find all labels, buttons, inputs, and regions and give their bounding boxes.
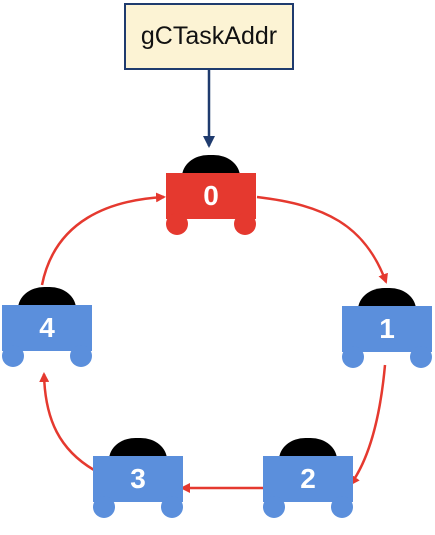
task-node-3: 3 xyxy=(93,438,183,528)
task-node-label: 0 xyxy=(203,180,219,211)
task-node-body: 4 xyxy=(2,305,92,351)
task-node-4: 4 xyxy=(2,287,92,377)
wheel-icon xyxy=(410,346,432,368)
wheel-icon xyxy=(161,496,183,518)
wheel-icon xyxy=(342,346,364,368)
link-0-to-1 xyxy=(256,195,388,284)
task-node-body: 3 xyxy=(93,456,183,502)
link-1-to-2 xyxy=(349,364,387,486)
task-node-body: 2 xyxy=(263,456,353,502)
task-node-label: 1 xyxy=(379,313,395,344)
wheel-icon xyxy=(2,345,24,367)
task-node-2: 2 xyxy=(263,438,353,528)
wheel-icon xyxy=(70,345,92,367)
wheel-icon xyxy=(93,496,115,518)
wheel-icon xyxy=(331,496,353,518)
link-4-to-0 xyxy=(40,192,166,286)
task-node-1: 1 xyxy=(342,288,432,378)
wheel-icon xyxy=(234,213,256,235)
task-pointer-box: gCTaskAddr xyxy=(124,3,294,70)
task-node-label: 2 xyxy=(300,463,316,494)
task-node-0: 0 xyxy=(166,155,256,245)
task-node-body: 0 xyxy=(166,173,256,219)
task-node-label: 4 xyxy=(39,312,55,343)
task-node-label: 3 xyxy=(130,463,146,494)
wheel-icon xyxy=(263,496,285,518)
task-pointer-label: gCTaskAddr xyxy=(140,22,278,50)
link-3-to-4 xyxy=(39,372,95,472)
wheel-icon xyxy=(166,213,188,235)
task-node-body: 1 xyxy=(342,306,432,352)
